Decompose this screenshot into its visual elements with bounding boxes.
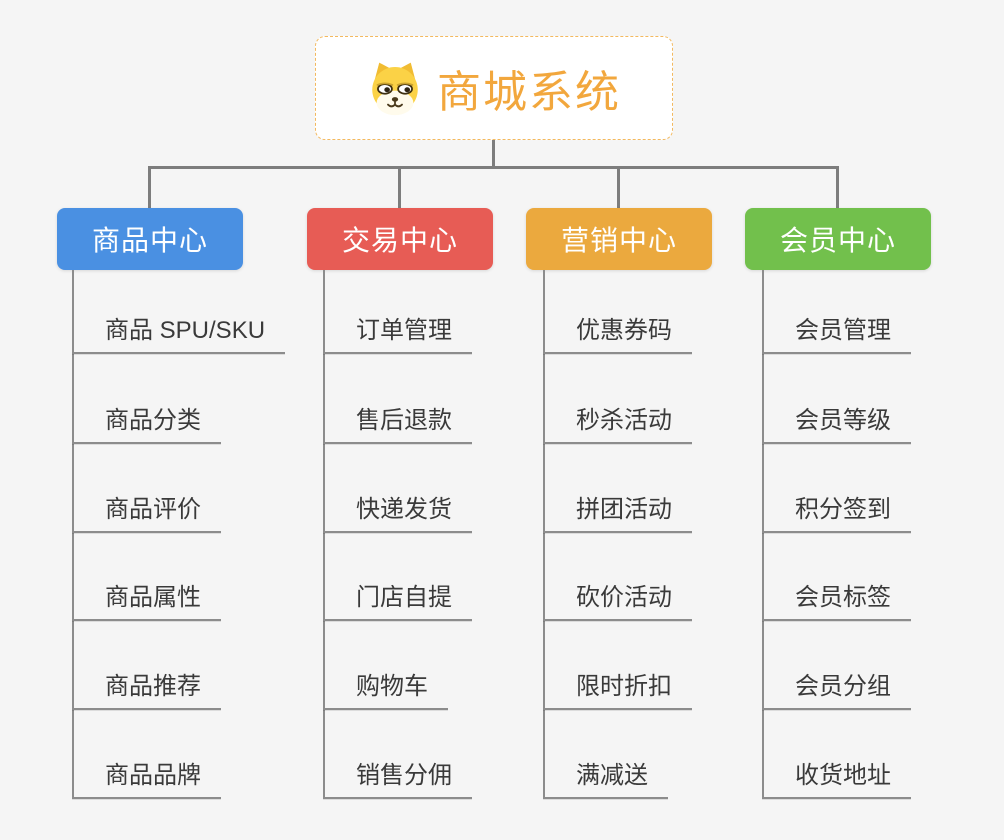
branch-label: 交易中心: [341, 225, 458, 256]
connector-drop: [398, 166, 401, 208]
branch-product-center[interactable]: 商品中心: [57, 208, 243, 270]
leaf-node[interactable]: 拼团活动: [543, 494, 692, 533]
branch-trade-center[interactable]: 交易中心: [307, 208, 493, 270]
branch-spine: [72, 270, 74, 799]
leaf-node[interactable]: 会员分组: [762, 671, 911, 710]
leaf-node[interactable]: 快递发货: [323, 494, 472, 533]
leaf-node[interactable]: 限时折扣: [543, 671, 692, 710]
branch-label: 会员中心: [779, 225, 896, 256]
leaf-node[interactable]: 商品品牌: [72, 760, 221, 799]
root-title: 商城系统: [437, 68, 621, 117]
branch-member-center[interactable]: 会员中心: [745, 208, 931, 270]
connector-drop: [617, 166, 620, 208]
branch-spine: [762, 270, 764, 799]
leaf-node[interactable]: 商品分类: [72, 405, 221, 444]
branch-marketing-center[interactable]: 营销中心: [526, 208, 712, 270]
branch-label: 营销中心: [560, 225, 677, 256]
leaf-node[interactable]: 会员等级: [762, 405, 911, 444]
branch-spine: [543, 270, 545, 799]
leaf-node[interactable]: 商品 SPU/SKU: [72, 315, 286, 354]
leaf-node[interactable]: 商品属性: [72, 582, 221, 621]
leaf-node[interactable]: 优惠券码: [543, 315, 692, 354]
leaf-node[interactable]: 收货地址: [762, 760, 911, 799]
connector-trunk: [148, 166, 839, 169]
leaf-node[interactable]: 销售分佣: [323, 760, 472, 799]
leaf-node[interactable]: 秒杀活动: [543, 405, 692, 444]
leaf-node[interactable]: 会员管理: [762, 315, 911, 354]
leaf-node[interactable]: 商品评价: [72, 494, 221, 533]
leaf-node[interactable]: 砍价活动: [543, 582, 692, 621]
branch-label: 商品中心: [91, 225, 208, 256]
root-node[interactable]: 商城系统: [315, 36, 673, 140]
leaf-node[interactable]: 会员标签: [762, 582, 911, 621]
dog-face-icon: [367, 60, 423, 116]
leaf-node[interactable]: 订单管理: [323, 315, 472, 354]
leaf-node[interactable]: 购物车: [323, 671, 448, 710]
connector-drop: [836, 166, 839, 208]
connector-drop: [148, 166, 151, 208]
leaf-node[interactable]: 售后退款: [323, 405, 472, 444]
leaf-node[interactable]: 门店自提: [323, 582, 472, 621]
connector-root-stub: [492, 140, 495, 168]
leaf-node[interactable]: 商品推荐: [72, 671, 221, 710]
branch-spine: [323, 270, 325, 799]
leaf-node[interactable]: 积分签到: [762, 494, 911, 533]
leaf-node[interactable]: 满减送: [543, 760, 668, 799]
